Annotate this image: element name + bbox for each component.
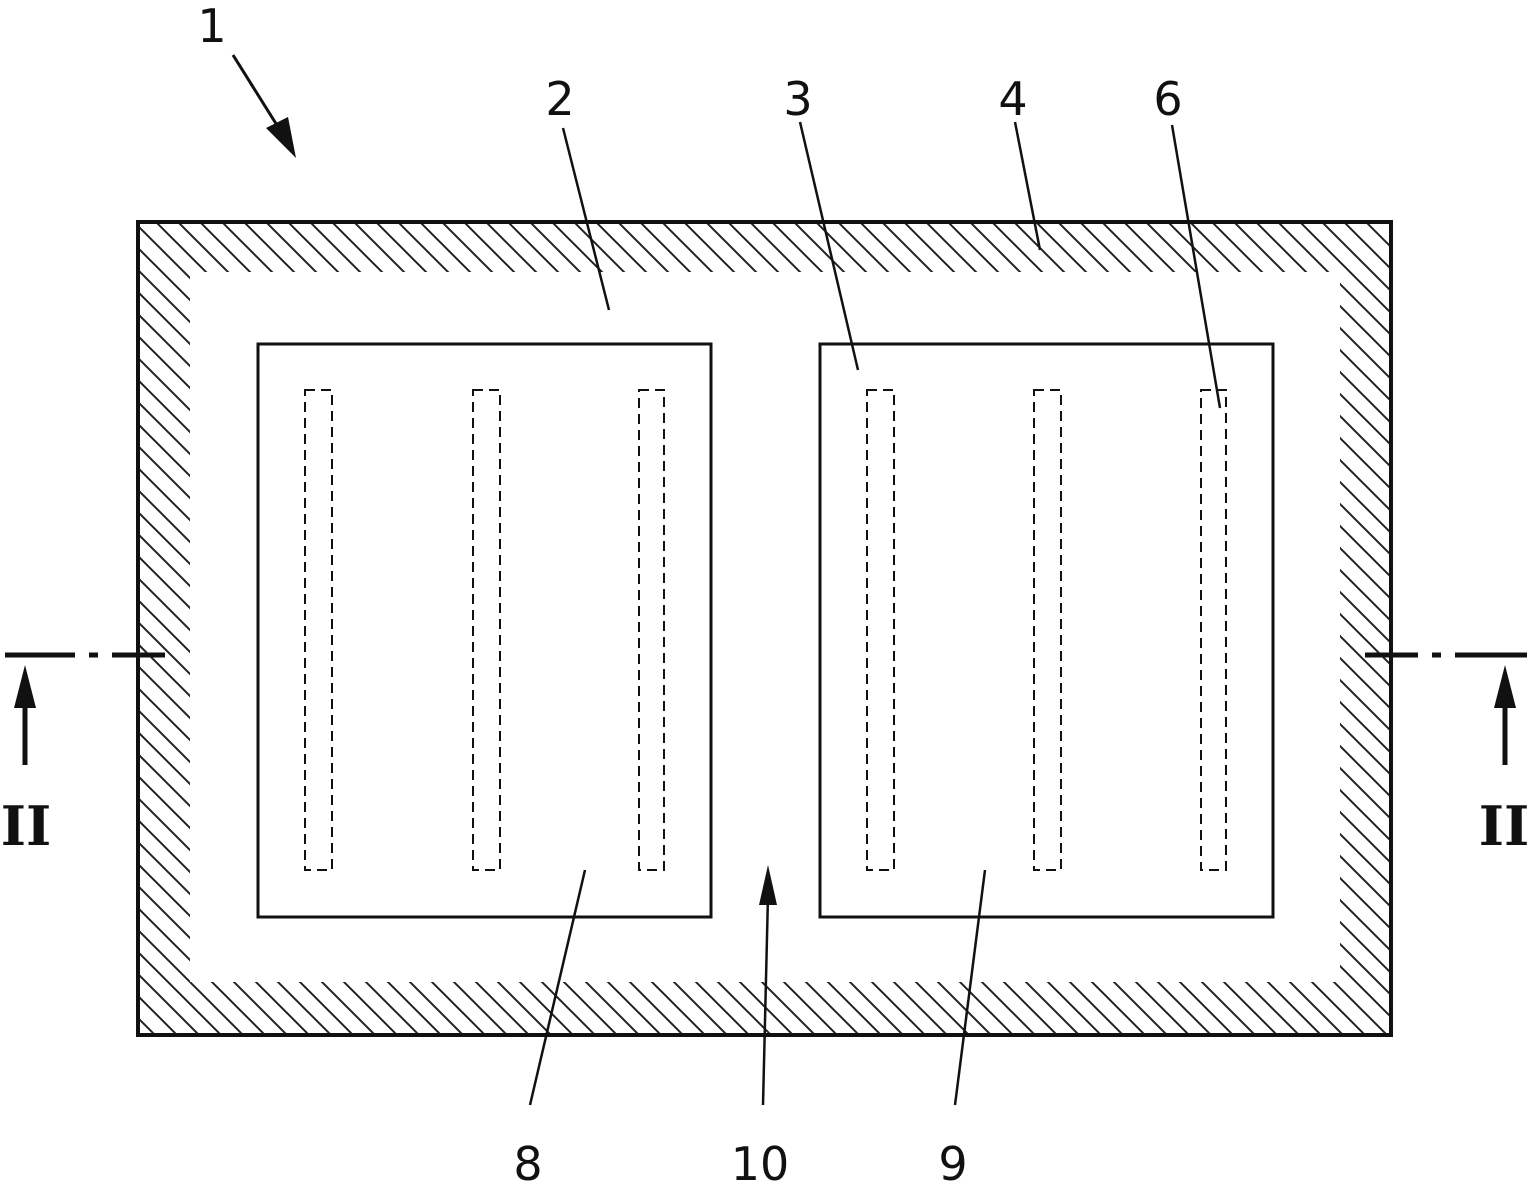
label-3: 3 [783,72,812,126]
label-2: 2 [545,72,574,126]
section-label-right: II [1479,794,1530,858]
section-arrow-right [1494,665,1516,708]
section-arrow-left [14,665,36,708]
label-6: 6 [1153,72,1182,126]
label-10: 10 [731,1137,790,1185]
arrow-1 [233,55,296,158]
section-label-left: II [1,794,52,858]
label-1: 1 [197,0,226,53]
label-9: 9 [938,1137,967,1185]
label-4: 4 [998,72,1027,126]
label-8: 8 [513,1137,542,1185]
